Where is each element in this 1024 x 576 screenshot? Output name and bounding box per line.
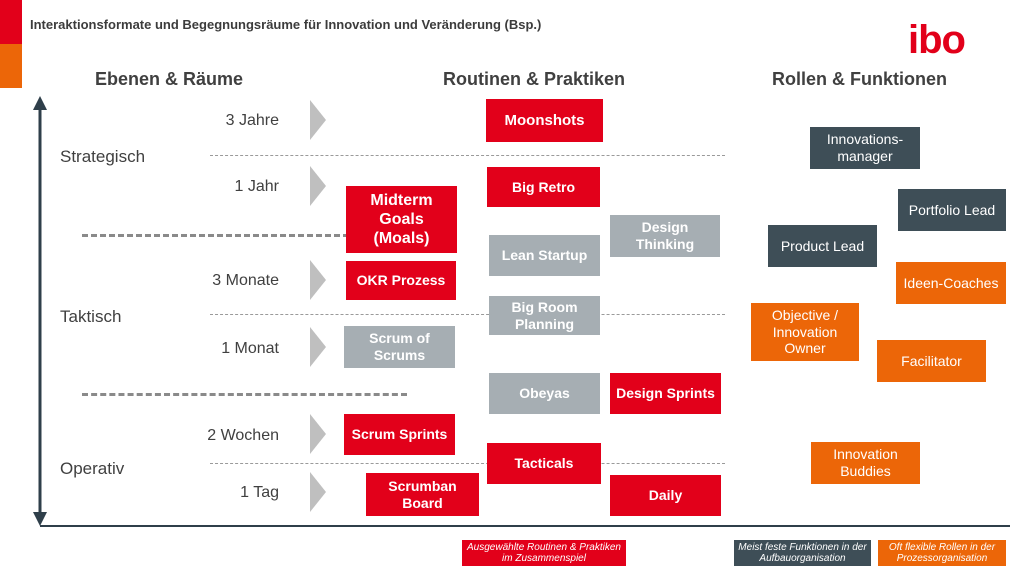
- accent-bar-orange: [0, 44, 22, 88]
- time-label: 3 Monate: [212, 272, 279, 289]
- divider-line: [210, 463, 725, 464]
- time-label: 1 Tag: [240, 484, 279, 501]
- header-rollen: Rollen & Funktionen: [772, 69, 947, 89]
- ibo-logo: ibo: [908, 18, 966, 62]
- level-operativ: Operativ: [60, 459, 125, 478]
- time-label: 3 Jahre: [225, 112, 279, 129]
- chevron-right-icon: [310, 414, 326, 454]
- role-product-lead: Product Lead: [768, 225, 877, 267]
- level-taktisch: Taktisch: [60, 307, 122, 326]
- routine-midterm-goals: Midterm Goals (Moals): [346, 186, 457, 253]
- routine-scrumban-board: Scrumban Board: [366, 473, 479, 516]
- divider-strategisch-taktisch: [82, 234, 412, 237]
- chevron-right-icon: [310, 100, 326, 140]
- routine-design-thinking: Design Thinking: [610, 215, 720, 257]
- baseline: [40, 525, 1010, 527]
- level-strategisch: Strategisch: [60, 147, 146, 166]
- legend-orange: Oft flexible Rollen in der Prozessorgani…: [878, 540, 1006, 566]
- routine-daily: Daily: [610, 475, 721, 516]
- routine-okr-prozess: OKR Prozess: [346, 261, 456, 300]
- routine-scrum-of-scrums: Scrum of Scrums: [344, 326, 455, 368]
- divider-line: [210, 314, 725, 315]
- routine-lean-startup: Lean Startup: [489, 235, 600, 276]
- header-ebenen: Ebenen & Räume: [95, 69, 244, 89]
- legend-dark: Meist feste Funktionen in der Aufbauorga…: [734, 540, 871, 566]
- routine-obeyas: Obeyas: [489, 373, 600, 414]
- routine-moonshots: Moonshots: [486, 99, 603, 142]
- slide-title: Interaktionsformate und Begegnungsräume …: [30, 17, 542, 32]
- divider-taktisch-operativ: [82, 393, 407, 396]
- divider-line: [210, 155, 725, 156]
- role-facilitator: Facilitator: [877, 340, 986, 382]
- chevron-right-icon: [310, 260, 326, 300]
- role-innovation-buddies: Innovation Buddies: [811, 442, 920, 484]
- routine-big-room-planning: Big Room Planning: [489, 296, 600, 335]
- routine-design-sprints: Design Sprints: [610, 373, 721, 414]
- chevron-right-icon: [310, 472, 326, 512]
- header-routinen: Routinen & Praktiken: [443, 69, 626, 89]
- chevron-right-icon: [310, 166, 326, 206]
- time-label: 1 Jahr: [234, 178, 279, 195]
- role-portfolio-lead: Portfolio Lead: [898, 189, 1006, 231]
- role-ideen-coaches: Ideen-Coaches: [896, 262, 1006, 304]
- routine-scrum-sprints: Scrum Sprints: [344, 414, 455, 455]
- routine-tacticals: Tacticals: [487, 443, 601, 484]
- timescale-arrow: [33, 96, 47, 526]
- time-label: 1 Monat: [221, 340, 279, 357]
- time-label: 2 Wochen: [207, 427, 279, 444]
- legend-red: Ausgewählte Routinen & Praktiken im Zusa…: [462, 540, 626, 566]
- routine-big-retro: Big Retro: [487, 167, 600, 207]
- role-objective-owner: Objective / Innovation Owner: [751, 303, 859, 361]
- chevron-right-icon: [310, 327, 326, 367]
- role-innovationsmanager: Innovations-manager: [810, 127, 920, 169]
- accent-bar-red: [0, 0, 22, 44]
